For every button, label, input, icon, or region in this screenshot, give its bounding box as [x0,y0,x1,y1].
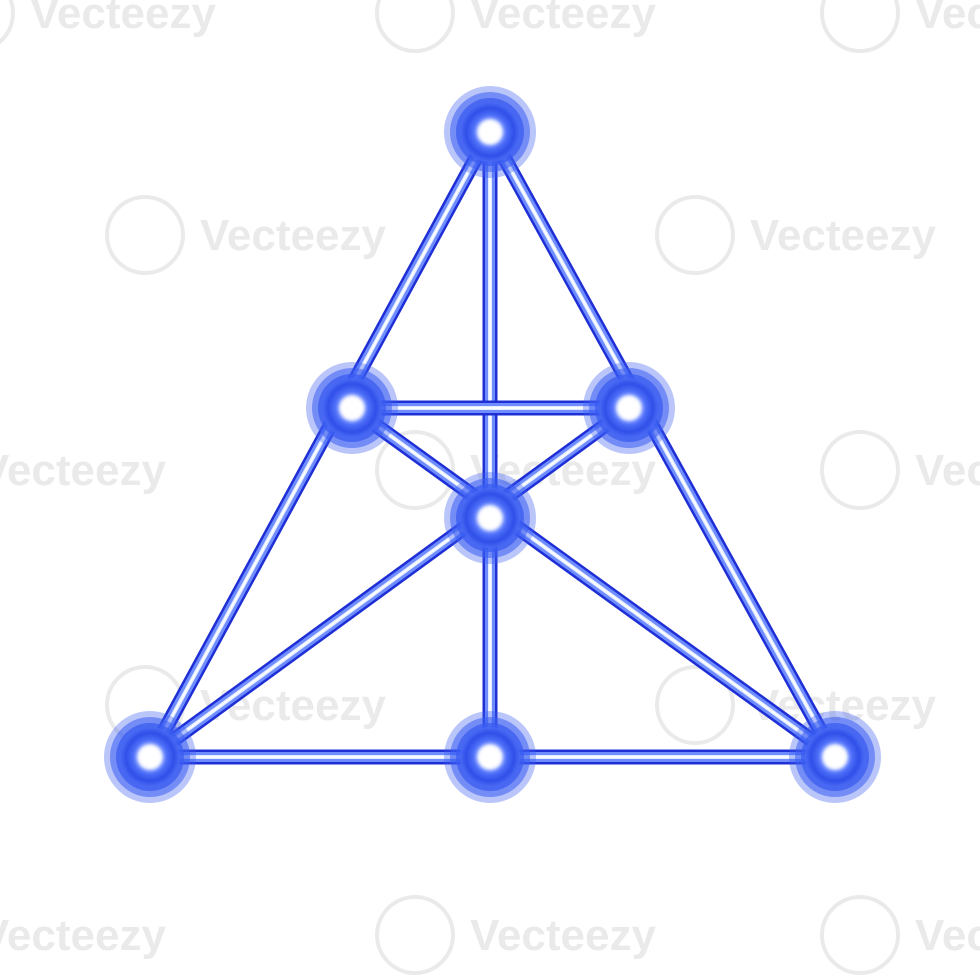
node-apex [444,86,536,178]
watermark: Vecteezy [820,895,980,975]
watermark-text: Vecteezy [0,911,166,960]
watermark-logo-icon [0,0,15,45]
node-mid-left [306,362,398,454]
watermark: Vecteezy [820,430,980,510]
watermark-text: Vecteezy [470,911,656,960]
watermark: Vecteezy [655,195,936,275]
watermark-text: Vecteezy [30,0,216,38]
watermark-logo-icon [375,895,455,975]
watermark-text: Vecteezy [915,0,980,38]
edge-apex-bottom-right [482,124,843,765]
watermark: Vecteezy [820,0,980,53]
watermark: Vecteezy [0,911,166,960]
watermark: Vecteezy [375,895,656,975]
watermark-logo-icon [820,0,900,53]
watermark-text: Vecteezy [750,211,936,260]
node-bottom-left [104,711,196,803]
edge-layer [142,124,843,765]
watermark: Vecteezy [375,0,656,53]
watermark-logo-icon [820,895,900,975]
watermark: Vecteezy [0,0,216,45]
edge-apex-bottom-left [142,124,498,765]
watermark-logo-icon [375,0,455,53]
watermark-text: Vecteezy [470,0,656,38]
watermark-text: Vecteezy [915,446,980,495]
watermark-text: Vecteezy [200,211,386,260]
watermark-logo-icon [655,195,735,275]
watermark-text: Vecteezy [915,911,980,960]
watermark: Vecteezy [105,195,386,275]
node-mid-right [583,362,675,454]
watermark-logo-icon [655,665,735,745]
edge-bottom-left-mid-right [142,400,637,765]
node-bottom-right [789,711,881,803]
watermark-logo-icon [820,430,900,510]
node-layer [104,86,881,803]
watermark-logo-icon [375,430,455,510]
watermark: Vecteezy [0,446,166,495]
node-bottom-mid [444,711,536,803]
node-center [444,472,536,564]
watermark-logo-icon [105,195,185,275]
edge-bottom-right-mid-left [344,400,843,765]
watermark-text: Vecteezy [0,446,166,495]
